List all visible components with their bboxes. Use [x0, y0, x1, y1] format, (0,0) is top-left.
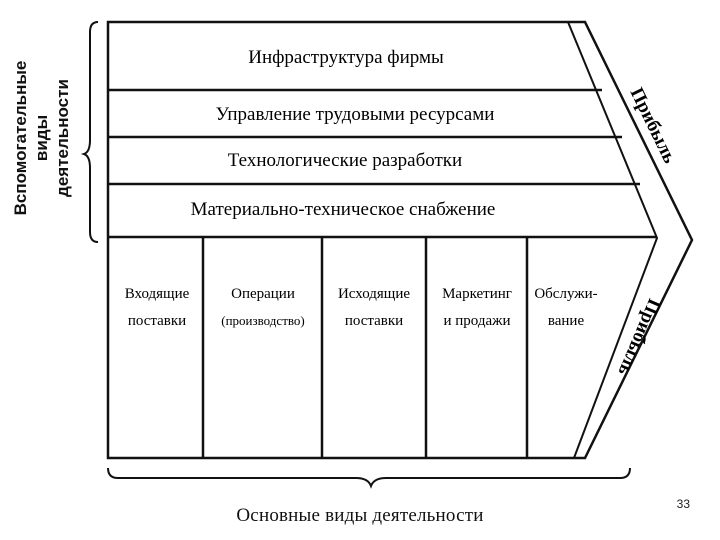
primary-col-service-line1: Обслужи-: [534, 286, 597, 302]
primary-col-operations-line1: Операции: [231, 286, 295, 302]
value-chain-outline: [106, 20, 694, 460]
support-row-technology: Технологические разработки: [228, 150, 462, 171]
primary-brace: [107, 467, 631, 489]
support-row-infrastructure: Инфраструктура фирмы: [248, 47, 444, 68]
primary-col-marketing-line1: Маркетинг: [442, 286, 512, 302]
margin-label-lower: Прибыль: [614, 296, 665, 379]
primary-col-inbound-line2: поставки: [128, 313, 186, 329]
primary-col-operations-line2: (производство): [221, 313, 305, 328]
primary-col-outbound-line1: Исходящие: [338, 286, 410, 302]
primary-activities-caption: Основные виды деятельности: [236, 505, 484, 526]
support-row-procurement: Материально-техническое снабжение: [191, 199, 496, 220]
primary-col-outbound-line2: поставки: [345, 313, 403, 329]
primary-col-service-line2: вание: [548, 313, 585, 329]
support-brace: [80, 21, 99, 243]
primary-col-marketing-line2: и продажи: [443, 313, 510, 329]
margin-label-upper: Прибыль: [626, 84, 681, 166]
support-row-hr: Управление трудовыми ресурсами: [216, 104, 495, 125]
page-number: 33: [676, 497, 690, 511]
primary-col-inbound-line1: Входящие: [125, 286, 190, 302]
